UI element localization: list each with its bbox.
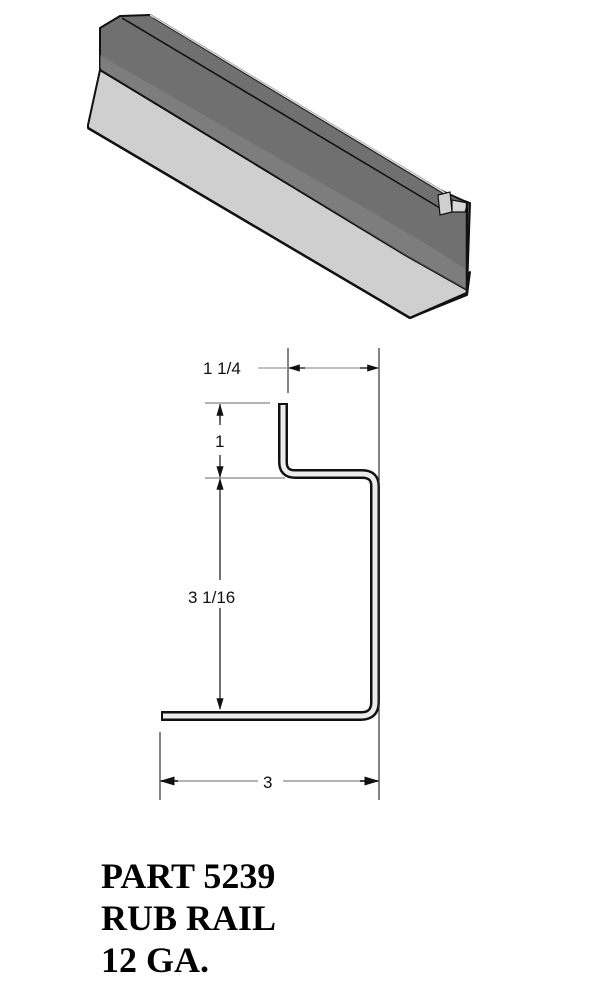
dim-top-flange-offset: 1 1/4	[203, 359, 241, 378]
part-gauge: 12 GA.	[101, 940, 209, 980]
profile-view	[161, 403, 380, 721]
isometric-view	[87, 14, 471, 320]
part-number: PART 5239	[101, 856, 276, 896]
title-block: PART 5239 RUB RAIL 12 GA.	[101, 855, 276, 981]
part-name: RUB RAIL	[101, 898, 277, 938]
rail-profile	[162, 404, 380, 721]
dimensions: 1 1/4 1 3 1/16 3	[159, 348, 380, 800]
dim-overall-width: 3	[263, 773, 272, 792]
dim-web-height: 3 1/16	[188, 588, 235, 607]
dim-top-flange-height: 1	[215, 432, 224, 451]
